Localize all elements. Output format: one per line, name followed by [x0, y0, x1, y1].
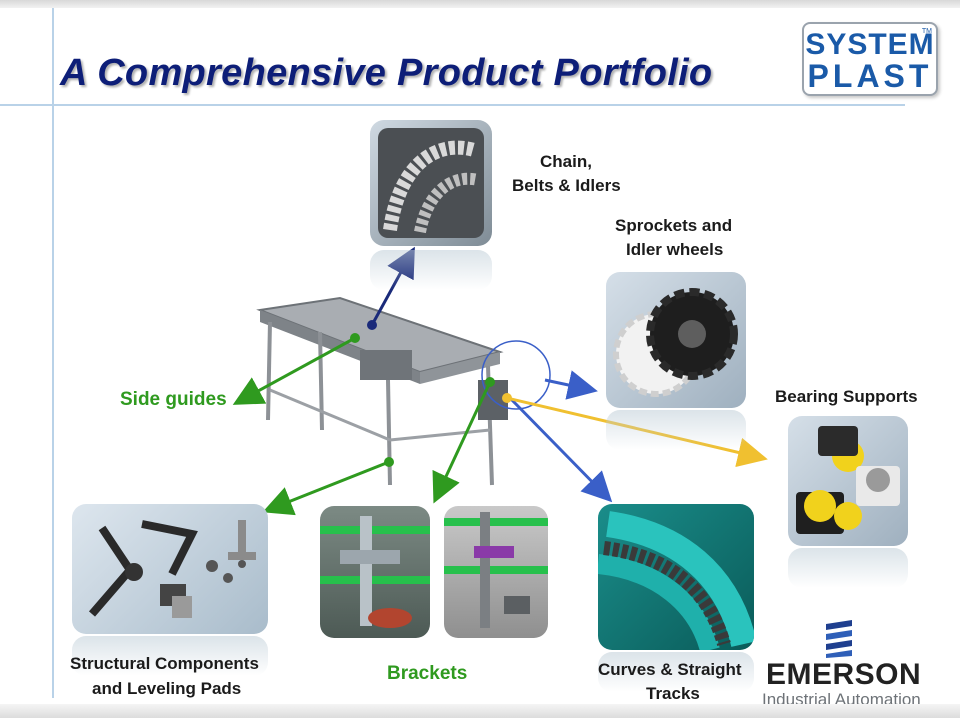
label-structural-components: Structural Components	[70, 654, 259, 673]
bearing-supports-photo	[788, 416, 908, 546]
brackets-photo-left	[320, 506, 430, 638]
label-leveling-pads: and Leveling Pads	[92, 679, 242, 698]
label-side-guides: Side guides	[120, 389, 227, 410]
chain-belts-photo	[370, 120, 492, 246]
top-bar	[0, 0, 960, 8]
emerson-wordmark: EMERSON	[766, 658, 922, 691]
title-rule	[0, 104, 905, 106]
structural-components-photo	[72, 504, 268, 634]
chain-belts-reflection	[370, 250, 492, 290]
logo-trademark: TM	[921, 28, 932, 35]
system-plast-logo: SYSTEM PLAST TM	[802, 22, 938, 96]
left-rule	[52, 8, 54, 698]
structural-components-reflection	[72, 636, 268, 676]
label-sprockets: Sprockets and	[615, 216, 733, 235]
emerson-logo-mark	[826, 620, 852, 658]
logo-line-1: SYSTEM	[805, 28, 935, 61]
label-idler-wheels: Idler wheels	[626, 240, 724, 259]
label-belts-idlers: Belts & Idlers	[512, 176, 621, 195]
curves-tracks-photo	[598, 504, 754, 650]
label-curves-straight: Curves & Straight	[598, 660, 742, 679]
label-brackets: Brackets	[387, 663, 468, 684]
label-tracks: Tracks	[646, 684, 700, 703]
curves-tracks-reflection	[598, 652, 754, 692]
page-title: A Comprehensive Product Portfolio	[60, 52, 713, 94]
sprockets-reflection	[606, 410, 746, 450]
label-bearing-supports: Bearing Supports	[775, 387, 918, 406]
label-chain: Chain,	[540, 152, 592, 171]
sprockets-photo	[606, 272, 746, 408]
highlight-circle	[481, 340, 551, 410]
brackets-photo-right	[444, 506, 548, 638]
bottom-bar	[0, 704, 960, 718]
logo-line-2: PLAST	[807, 58, 933, 94]
bearing-supports-reflection	[788, 548, 908, 588]
